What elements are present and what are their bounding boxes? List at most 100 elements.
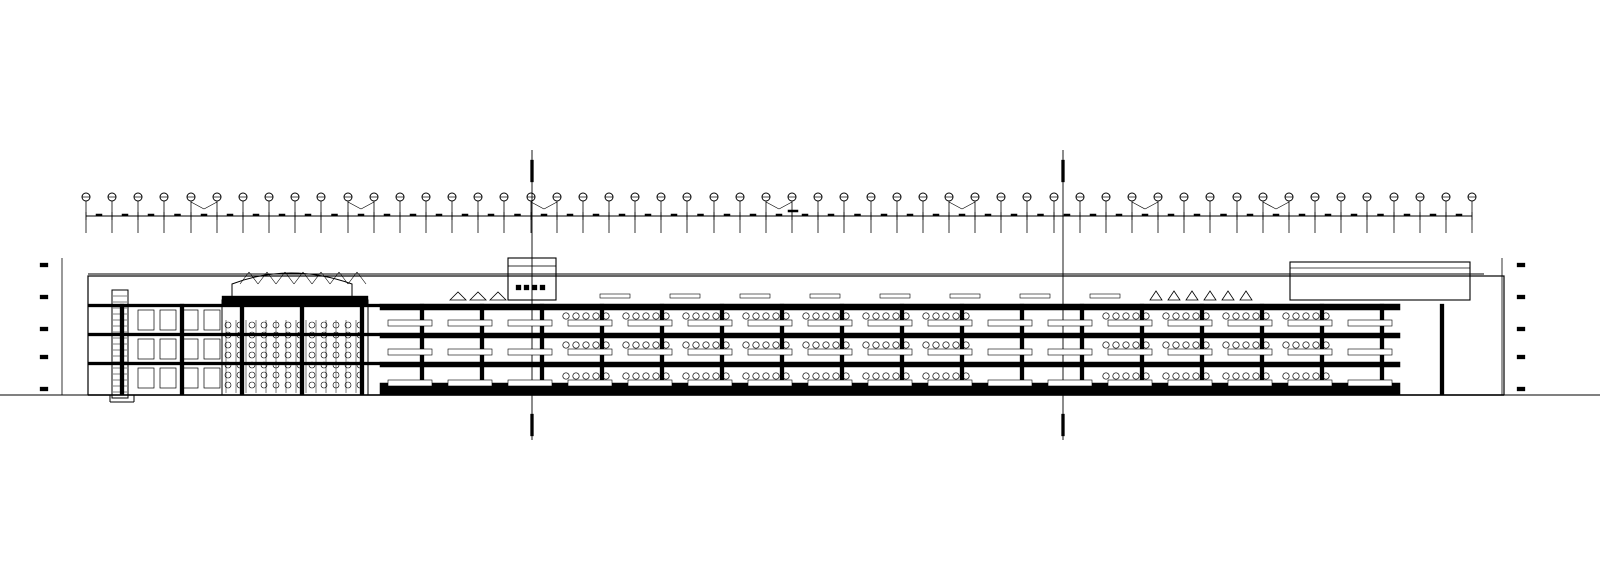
window-band: [567, 319, 613, 327]
panel-circle: [832, 341, 840, 349]
core-room: [203, 338, 221, 360]
section-cut-label-top: [530, 159, 534, 183]
axis-pair-leader: [190, 201, 218, 210]
window-band: [387, 319, 433, 327]
panel-circle: [1322, 312, 1330, 320]
panel-circle: [1222, 312, 1230, 320]
atrium-lattice-ring: [344, 371, 352, 379]
level-marker-right: [1516, 354, 1526, 360]
panel-circle: [762, 341, 770, 349]
panel-circle: [592, 372, 600, 380]
dimension-text-mark: [95, 213, 103, 217]
window-band: [1227, 379, 1273, 387]
panel-circle: [1242, 372, 1250, 380]
dimension-text-mark: [984, 213, 992, 217]
dimension-text-mark: [749, 213, 757, 217]
dimension-text-mark: [383, 213, 391, 217]
truss-web: [284, 271, 295, 285]
panel-circle: [862, 372, 870, 380]
truss-base-beam: [221, 295, 369, 305]
atrium-lattice-ring: [248, 361, 256, 369]
window-band: [627, 348, 673, 356]
panel-circle: [892, 341, 900, 349]
grid-axis-7: [238, 192, 248, 233]
window-band: [507, 379, 553, 387]
dimension-text-mark: [514, 213, 521, 217]
atrium-lattice-ring: [332, 351, 340, 359]
panel-circle: [1192, 372, 1200, 380]
panel-circle: [1322, 372, 1330, 380]
window-band: [987, 319, 1033, 327]
dimension-text-mark: [906, 213, 914, 217]
dimension-text-mark: [1141, 213, 1149, 217]
core-room: [137, 338, 155, 360]
atrium-lattice-ring: [260, 321, 268, 329]
left-slab: [87, 332, 381, 337]
panel-circle: [1112, 312, 1120, 320]
panel-circle: [702, 312, 710, 320]
atrium-lattice-ring: [272, 371, 280, 379]
panel-circle: [1222, 372, 1230, 380]
panel-circle: [592, 312, 600, 320]
atrium-lattice-ring: [308, 361, 316, 369]
atrium-lattice-ring: [344, 381, 352, 389]
atrium-lattice-ring: [248, 331, 256, 339]
atrium-lattice-ring: [332, 341, 340, 349]
dimension-text-mark: [1350, 213, 1358, 217]
axis-pair-leader: [530, 201, 558, 210]
panel-circle: [632, 341, 640, 349]
dimension-text-mark: [644, 213, 652, 217]
dimension-text-mark: [827, 213, 835, 217]
level-marker-right: [1516, 386, 1526, 392]
atrium-lattice-ring: [284, 361, 292, 369]
panel-circle: [922, 341, 930, 349]
panel-circle: [642, 312, 650, 320]
window-band: [567, 348, 613, 356]
dimension-text-mark: [775, 213, 783, 217]
window-band: [867, 379, 913, 387]
panel-circle: [892, 312, 900, 320]
dimension-text-mark: [1037, 213, 1044, 217]
column: [299, 303, 305, 396]
atrium-lattice-ring: [284, 341, 292, 349]
ornamental-panel: [682, 312, 730, 320]
panel-circle: [702, 372, 710, 380]
truss-web: [302, 271, 313, 285]
atrium-lattice-ring: [248, 321, 256, 329]
stair-tower: [111, 289, 129, 399]
window-band: [1287, 379, 1333, 387]
panel-circle: [742, 372, 750, 380]
level-marker-left: [39, 326, 49, 332]
panel-circle: [932, 341, 940, 349]
panel-circle: [602, 372, 610, 380]
dimension-text-mark: [1455, 213, 1463, 217]
window-band: [1347, 319, 1393, 327]
truss-web: [311, 271, 322, 285]
panel-circle: [1252, 312, 1260, 320]
panel-circle: [1232, 341, 1240, 349]
panel-circle: [1262, 312, 1270, 320]
atrium-lattice-ring: [344, 351, 352, 359]
window-band: [1347, 348, 1393, 356]
atrium-lattice-ring: [332, 321, 340, 329]
panel-circle: [962, 372, 970, 380]
dimension-text-mark: [1403, 213, 1411, 217]
panel-circle: [1322, 341, 1330, 349]
panel-circle: [642, 341, 650, 349]
atrium-lattice-ring: [320, 381, 328, 389]
window-band: [687, 319, 733, 327]
panel-circle: [622, 372, 630, 380]
roof-fixture: [809, 293, 841, 299]
window-band: [927, 319, 973, 327]
panel-circle: [772, 341, 780, 349]
floor-slab-2: [379, 332, 1401, 339]
section-cut-label-top: [1061, 159, 1065, 183]
panel-circle: [1282, 312, 1290, 320]
pair-leader-left: [347, 201, 362, 210]
grid-axis-20: [578, 192, 588, 233]
atrium-lattice-ring: [260, 341, 268, 349]
atrium-roof-truss: [221, 271, 369, 305]
atrium-lattice-ring: [332, 381, 340, 389]
core-room: [159, 309, 177, 331]
